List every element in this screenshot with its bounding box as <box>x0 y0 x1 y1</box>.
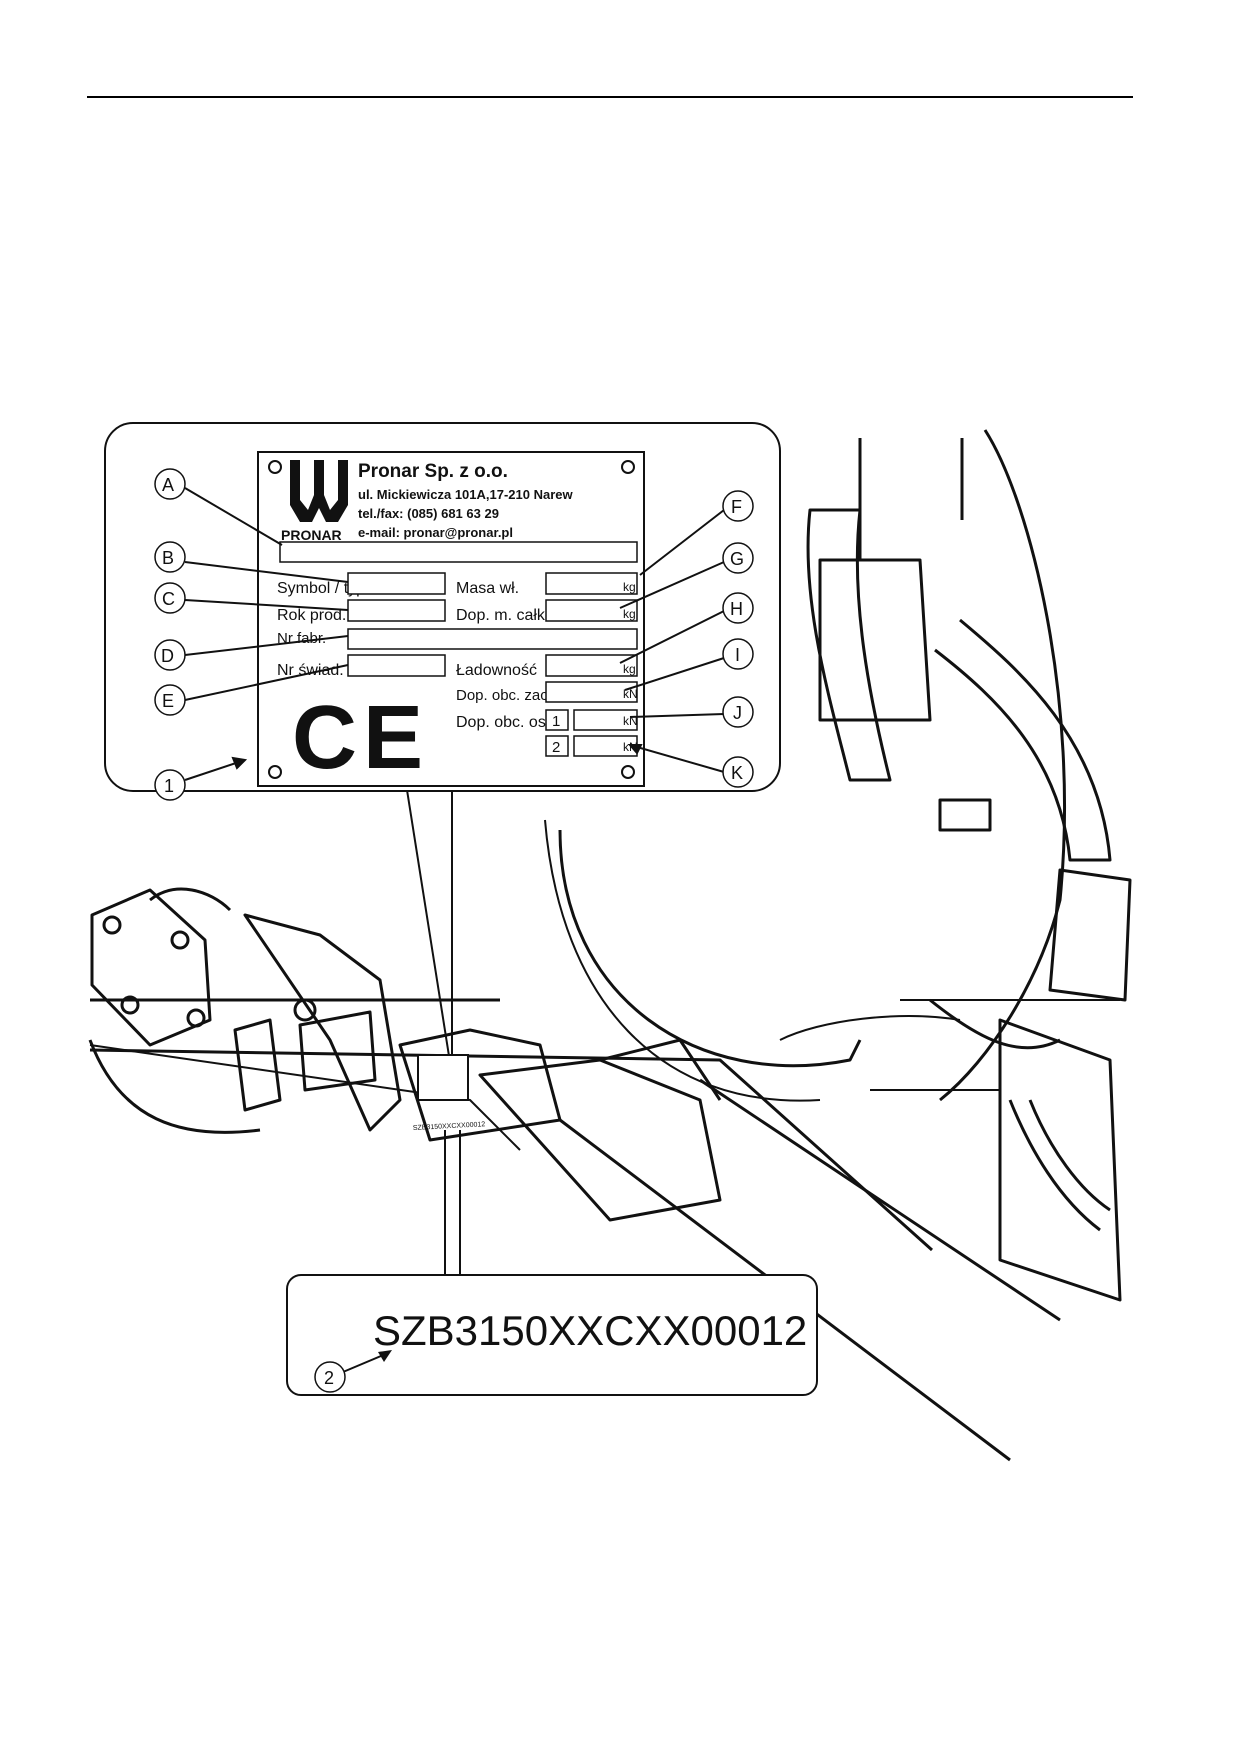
unit-load: kg <box>623 662 636 676</box>
callout-G: G <box>730 549 744 569</box>
axle1-box <box>545 709 569 731</box>
field-load <box>545 654 638 677</box>
callout-I: I <box>735 645 740 665</box>
callout-A: A <box>162 475 174 495</box>
company-phone: tel./fax: (085) 681 63 29 <box>358 506 499 521</box>
callout-C: C <box>162 589 175 609</box>
field-mass <box>545 572 638 595</box>
callout-D: D <box>161 646 174 666</box>
axle1-number: 1 <box>552 713 560 730</box>
unit-mass: kg <box>623 580 636 594</box>
unit-total-mass: kg <box>623 607 636 621</box>
callout-F: F <box>731 497 742 517</box>
leader-lines <box>406 789 461 1275</box>
label-homolog: Nr świad. <box>277 662 344 679</box>
label-mass: Masa wł. <box>456 580 519 597</box>
field-symbol <box>347 572 446 595</box>
label-hitch-load: Dop. obc. zacz. <box>456 687 559 704</box>
callout-K: K <box>731 763 743 783</box>
frame-plate <box>417 1054 469 1101</box>
label-axle-load: Dop. obc. osi <box>456 714 549 731</box>
machine-drawing <box>88 429 1132 1462</box>
ce-mark: CE <box>292 688 429 788</box>
callout-2: 2 <box>324 1368 334 1388</box>
label-symbol: Symbol / typ <box>277 580 365 597</box>
field-name <box>279 541 638 563</box>
pronar-logo-text: PRONAR <box>281 527 342 543</box>
pronar-logo-icon: PRONAR <box>281 460 348 543</box>
field-total-mass <box>545 599 638 622</box>
mounting-hole <box>621 460 635 474</box>
field-year <box>347 599 446 622</box>
label-year: Rok prod. <box>277 607 346 624</box>
nameplate-callout-panel: PRONAR Pronar Sp. z o.o. ul. Mickiewicza… <box>104 422 781 801</box>
field-homolog <box>347 654 446 677</box>
callout-J: J <box>733 703 742 723</box>
callout-H: H <box>730 599 743 619</box>
field-vin <box>347 628 638 650</box>
company-address: ul. Mickiewicza 101A,17-210 Narew <box>358 487 574 502</box>
arrow-icon <box>378 1350 392 1362</box>
company-name: Pronar Sp. z o.o. <box>358 461 508 482</box>
company-email: e-mail: pronar@pronar.pl <box>358 525 513 540</box>
serial-number: SZB3150XXCXX00012 <box>373 1307 807 1354</box>
callout-B: B <box>162 548 174 568</box>
frame-serial-small: SZB3150XXCXX00012 <box>413 1121 486 1132</box>
serial-callout-panel: SZB3150XXCXX00012 2 <box>286 1274 818 1396</box>
field-axle1 <box>573 709 638 731</box>
label-total-mass: Dop. m. całk. <box>456 607 549 624</box>
callout-1: 1 <box>164 776 174 796</box>
axle2-box <box>545 735 569 757</box>
mounting-hole <box>268 460 282 474</box>
mounting-hole <box>621 765 635 779</box>
label-load: Ładowność <box>456 662 537 679</box>
callout-leaders <box>184 487 725 781</box>
callout-circles: A B C D E 1 F G H I J K <box>154 468 754 801</box>
axle2-number: 2 <box>552 739 560 756</box>
field-hitch-load <box>545 681 638 703</box>
mounting-hole <box>268 765 282 779</box>
callout-E: E <box>162 691 174 711</box>
